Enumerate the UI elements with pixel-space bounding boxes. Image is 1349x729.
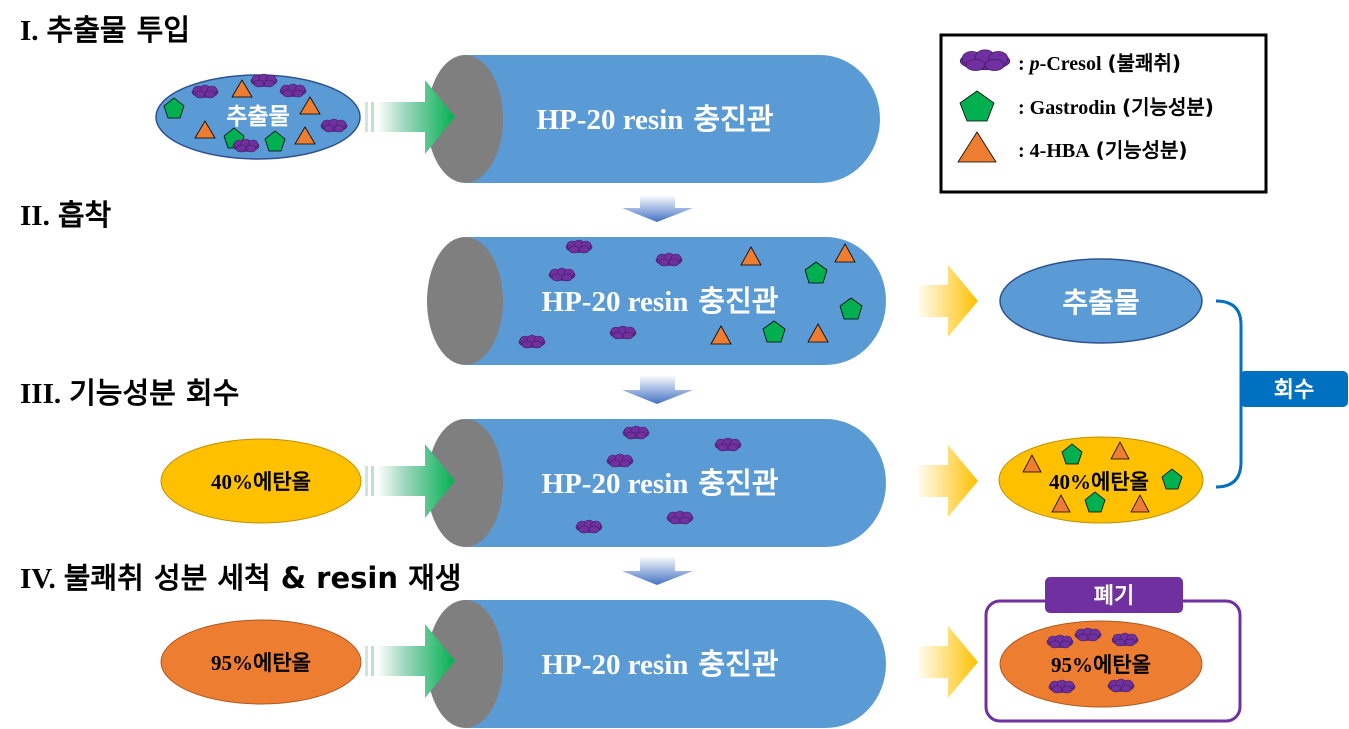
pentagon-icon <box>839 297 863 320</box>
cloud-icon <box>320 118 348 133</box>
down-arrow-2 <box>622 375 693 404</box>
triangle-icon <box>231 79 253 98</box>
triangle-icon <box>807 323 829 343</box>
triangle-icon <box>710 325 732 345</box>
cloud-icon <box>622 425 650 440</box>
cloud-icon <box>518 334 546 349</box>
step-3-title: III.기능성분 회수 <box>20 376 239 410</box>
cloud-icon <box>250 73 278 88</box>
legend-item-4-hba: : 4-HBA(기능성분) <box>1018 138 1188 162</box>
ethanol-40-output-label: 40%에탄올 <box>1049 470 1149 494</box>
triangle-icon <box>194 120 216 139</box>
triangle-icon <box>834 243 856 263</box>
extract-input: 추출물 <box>155 73 361 160</box>
input-arrow-3 <box>365 444 455 518</box>
discard-badge-label: 폐기 <box>1094 584 1134 609</box>
pentagon-icon <box>1084 491 1106 513</box>
cloud-icon <box>575 519 603 534</box>
extract-output-label: 추출물 <box>1062 286 1139 319</box>
ethanol-95-output: 95%에탄올 <box>999 620 1203 708</box>
cloud-icon <box>232 138 260 153</box>
down-arrow-1 <box>622 195 693 222</box>
legend-item-p-cresol: : p-Cresol(불쾌취) <box>1018 51 1181 75</box>
ethanol-95-output-label: 95%에탄올 <box>1051 653 1151 677</box>
cloud-icon <box>714 437 742 452</box>
extract-output: 추출물 <box>999 258 1203 344</box>
triangle-icon <box>299 96 321 115</box>
discard-badge <box>1045 577 1183 613</box>
pentagon-icon <box>804 261 828 284</box>
cloud-icon <box>1111 632 1139 647</box>
output-arrow-3 <box>915 445 978 517</box>
cloud-icon <box>279 83 307 98</box>
triangle-icon <box>1022 454 1042 473</box>
extract-input-label: 추출물 <box>226 104 289 130</box>
recover-bracket <box>1215 299 1243 489</box>
cloud-icon <box>1048 679 1076 694</box>
ethanol-40-input: 40%에탄올 <box>160 438 362 524</box>
pentagon-icon <box>1061 443 1083 465</box>
down-arrow-3 <box>622 556 693 585</box>
triangle-icon <box>957 131 997 163</box>
ethanol-95-input: 95%에탄올 <box>160 619 362 705</box>
cloud-icon <box>609 325 637 340</box>
cloud-icon <box>666 510 694 525</box>
pentagon-icon <box>1161 468 1183 490</box>
legend: : p-Cresol(불쾌취) : Gastrodin(기능성분) : 4-HB… <box>939 33 1268 194</box>
ethanol-40-input-label: 40%에탄올 <box>211 470 311 494</box>
cloud-icon <box>606 453 634 468</box>
step-2-title: II.흡착 <box>20 198 112 232</box>
ethanol-95-input-label: 95%에탄올 <box>211 651 311 675</box>
pentagon-icon <box>959 90 995 122</box>
step-4-title: IV.불쾌취 성분 세척 & resin 재생 <box>20 561 461 595</box>
cloud-icon <box>1107 678 1135 693</box>
step-1-title: I.추출물 투입 <box>20 13 190 47</box>
cloud-icon <box>191 84 219 99</box>
ethanol-40-output: 40%에탄올 <box>998 436 1204 524</box>
output-arrow-4 <box>915 626 978 698</box>
output-arrow-2 <box>915 265 978 337</box>
input-arrow-4 <box>365 624 455 698</box>
pentagon-icon <box>163 97 185 119</box>
triangle-icon <box>740 246 762 266</box>
recover-badge-label: 회수 <box>1274 378 1314 403</box>
triangle-icon <box>1051 494 1071 513</box>
pentagon-icon <box>762 320 786 343</box>
triangle-icon <box>1130 494 1150 513</box>
cloud-icon <box>565 239 593 254</box>
column-2-particles <box>518 239 863 349</box>
cloud-icon <box>959 48 1011 72</box>
cloud-icon <box>1046 634 1074 649</box>
triangle-icon <box>294 126 316 145</box>
legend-item-gastrodin: : Gastrodin(기능성분) <box>1018 95 1214 119</box>
cloud-icon <box>548 267 576 282</box>
cloud-icon <box>655 252 683 267</box>
pentagon-icon <box>264 130 286 152</box>
recover-badge <box>1240 371 1348 407</box>
triangle-icon <box>1110 441 1130 460</box>
input-arrow-1 <box>365 80 455 154</box>
cloud-icon <box>1074 627 1102 642</box>
